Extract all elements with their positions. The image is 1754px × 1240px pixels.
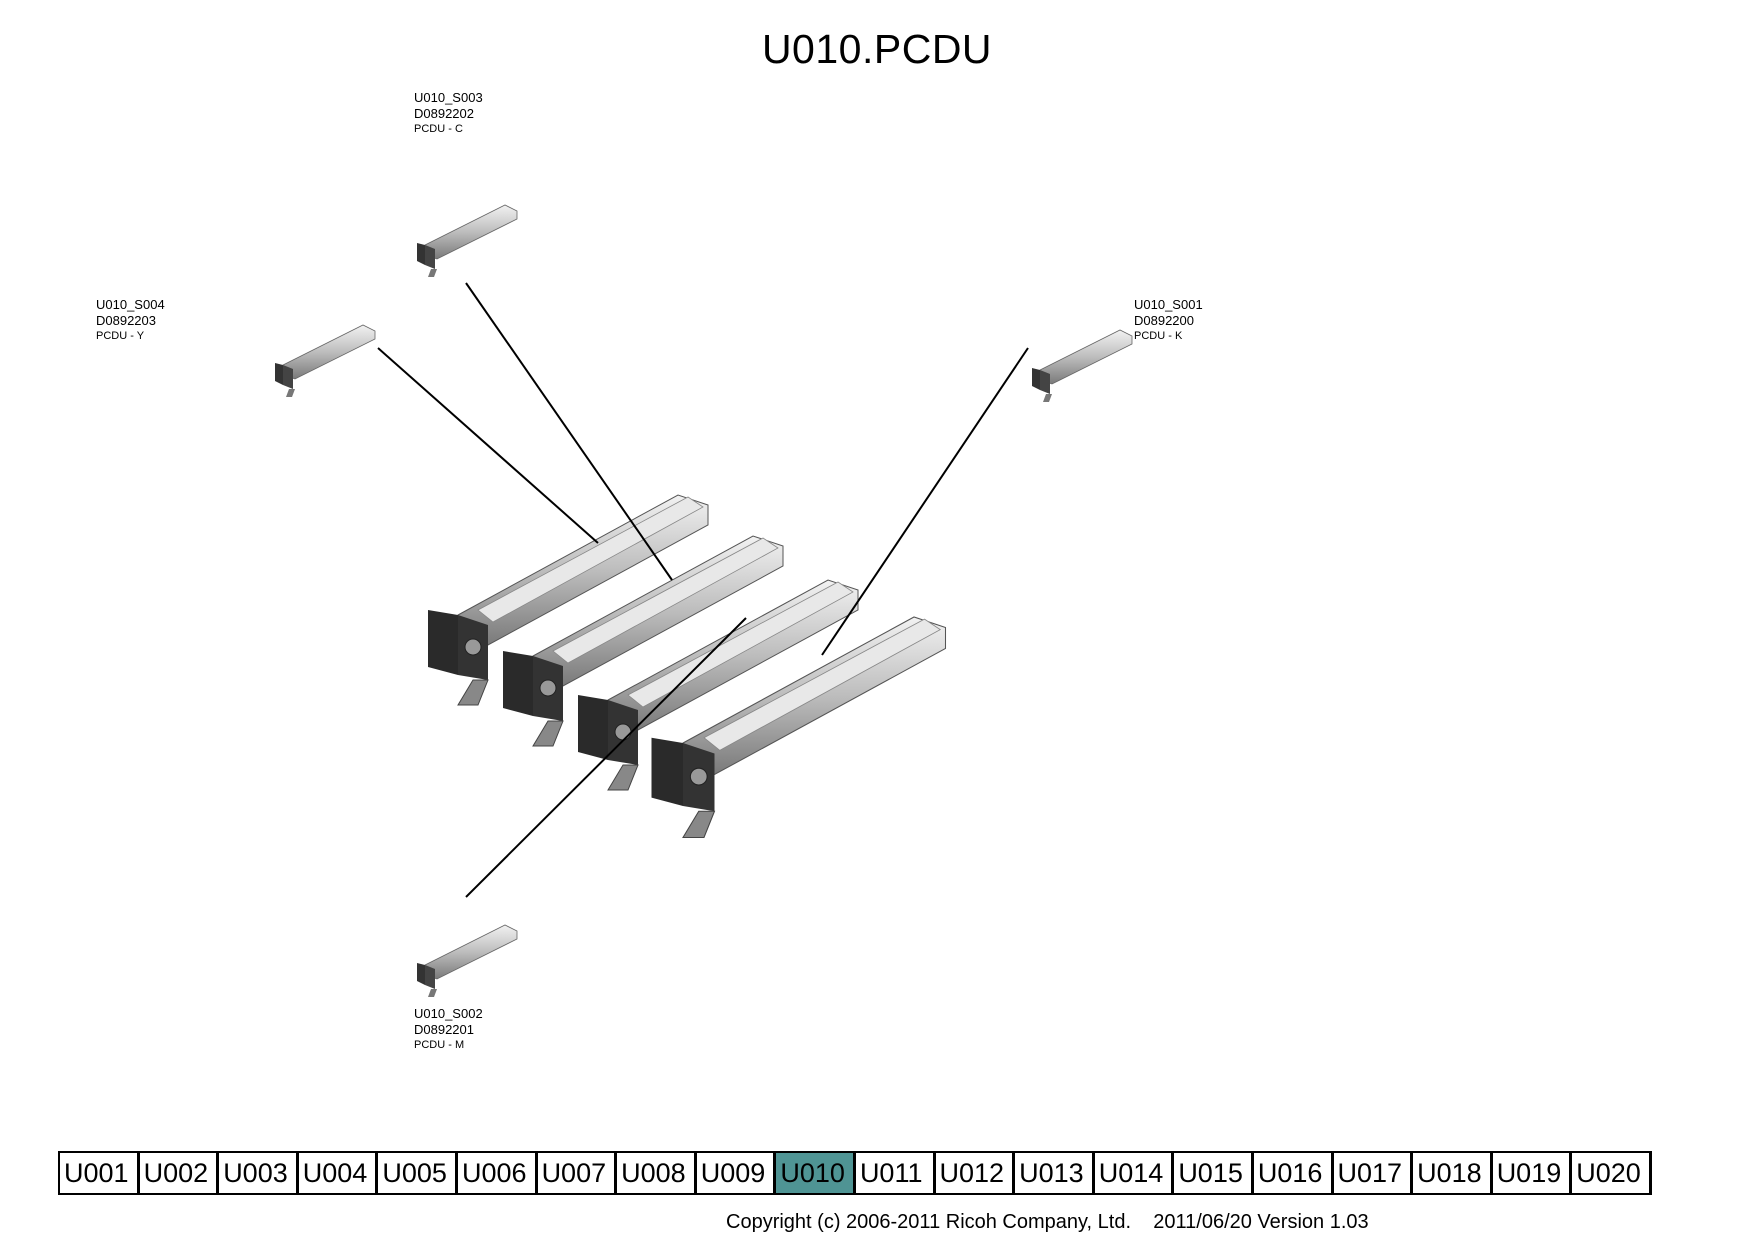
thumb-pcdu-c — [416, 204, 518, 278]
pcdu-assembly — [427, 494, 947, 839]
callout-s002[interactable]: U010_S002 D0892201 PCDU - M — [414, 1006, 483, 1052]
leader-line-y — [377, 347, 599, 544]
copyright-text: Copyright (c) 2006-2011 Ricoh Company, L… — [726, 1211, 1132, 1233]
callout-s004[interactable]: U010_S004 D0892203 PCDU - Y — [96, 297, 165, 343]
leader-line-k — [821, 347, 1029, 656]
callout-part-no: D0892200 — [1134, 313, 1194, 328]
tab-u020[interactable]: U020 — [1572, 1153, 1652, 1193]
tab-u019[interactable]: U019 — [1492, 1153, 1573, 1193]
tab-u001[interactable]: U001 — [60, 1153, 140, 1193]
pcdu-k-unit — [650, 616, 947, 839]
tab-u002[interactable]: U002 — [139, 1153, 220, 1193]
callout-name: PCDU - Y — [96, 330, 145, 342]
tab-u018[interactable]: U018 — [1413, 1153, 1493, 1193]
tab-u007[interactable]: U007 — [537, 1153, 618, 1193]
tab-u017[interactable]: U017 — [1333, 1153, 1414, 1193]
tab-u016[interactable]: U016 — [1253, 1153, 1334, 1193]
version-text: 2011/06/20 Version 1.03 — [1153, 1211, 1369, 1233]
leader-line-m — [465, 617, 747, 898]
callout-name: PCDU - M — [414, 1039, 465, 1051]
callout-part-no: D0892203 — [96, 313, 156, 328]
callout-part-no: D0892202 — [414, 106, 474, 121]
footer: Copyright (c) 2006-2011 Ricoh Company, L… — [726, 1211, 1369, 1234]
callout-s003[interactable]: U010_S003 D0892202 PCDU - C — [414, 90, 483, 136]
callout-id: U010_S004 — [96, 297, 165, 312]
callout-part-no: D0892201 — [414, 1022, 474, 1037]
callout-s001[interactable]: U010_S001 D0892200 PCDU - K — [1134, 297, 1203, 343]
callout-name: PCDU - K — [1134, 330, 1183, 342]
tab-u004[interactable]: U004 — [298, 1153, 379, 1193]
thumb-pcdu-m — [416, 924, 518, 998]
tab-u009[interactable]: U009 — [696, 1153, 777, 1193]
tab-u012[interactable]: U012 — [935, 1153, 1016, 1193]
tab-u003[interactable]: U003 — [219, 1153, 299, 1193]
tab-u011[interactable]: U011 — [855, 1153, 936, 1193]
tab-u010[interactable]: U010 — [776, 1153, 856, 1193]
callout-name: PCDU - C — [414, 123, 463, 135]
thumb-pcdu-y — [274, 324, 376, 398]
thumb-pcdu-k — [1031, 329, 1133, 403]
tab-u015[interactable]: U015 — [1174, 1153, 1254, 1193]
callout-id: U010_S001 — [1134, 297, 1203, 312]
tab-u005[interactable]: U005 — [378, 1153, 458, 1193]
callout-id: U010_S003 — [414, 90, 483, 105]
tab-u014[interactable]: U014 — [1094, 1153, 1175, 1193]
tab-u008[interactable]: U008 — [617, 1153, 697, 1193]
leader-line-c — [465, 282, 673, 581]
tab-u013[interactable]: U013 — [1015, 1153, 1095, 1193]
callout-id: U010_S002 — [414, 1006, 483, 1021]
page-title: U010.PCDU — [761, 26, 993, 72]
tab-u006[interactable]: U006 — [457, 1153, 538, 1193]
